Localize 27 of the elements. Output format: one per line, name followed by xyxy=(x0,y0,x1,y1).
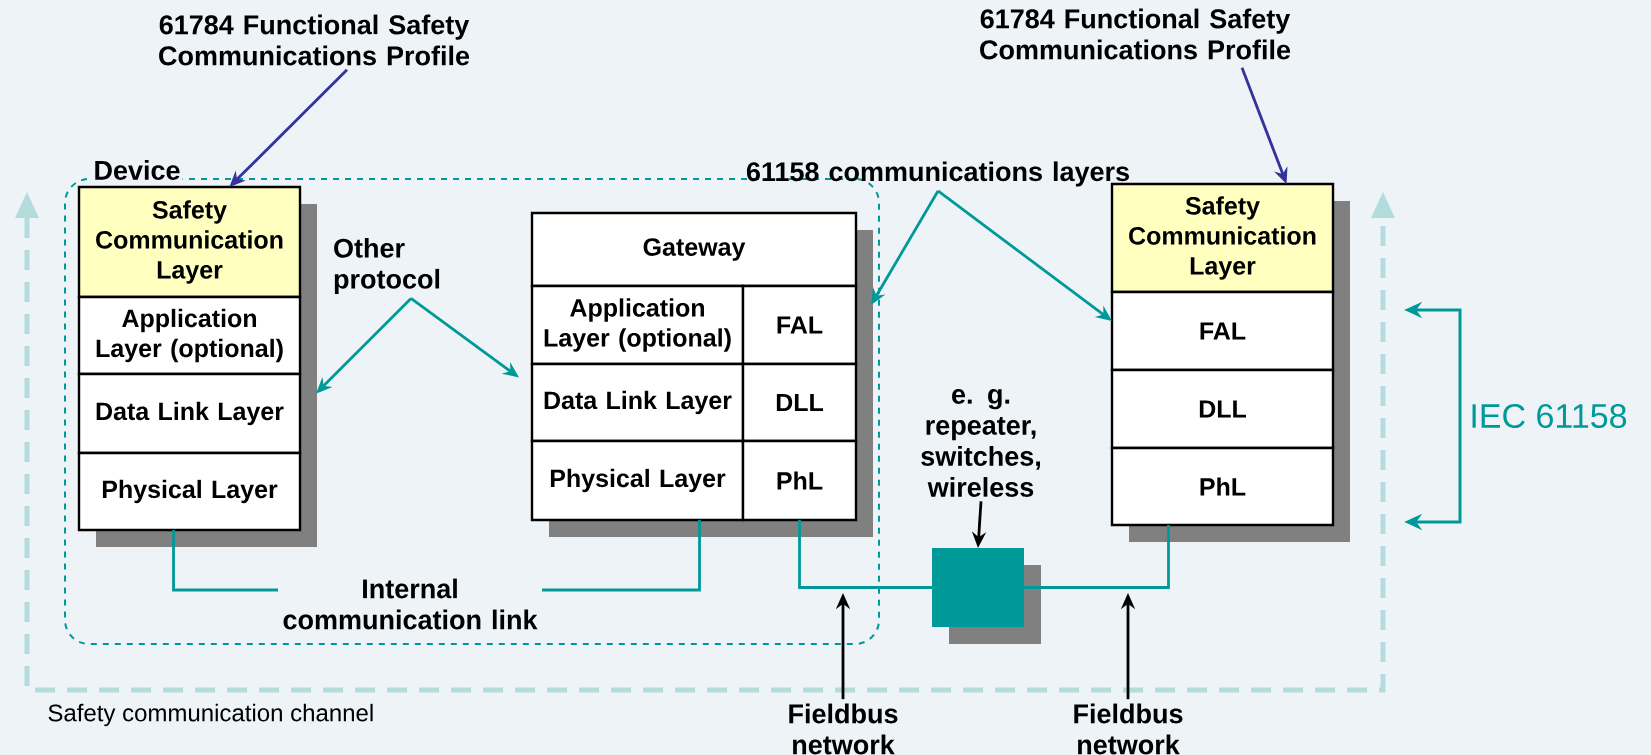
annotation-text: Other protocol xyxy=(334,237,440,295)
layer-cell: Physical Layer xyxy=(77,451,302,532)
annotation-text: e. g. repeater, switches, wireless xyxy=(921,389,1040,497)
frame-heading: Device xyxy=(91,158,183,182)
layer-cell: Application Layer (optional) xyxy=(530,284,745,366)
layer-cell: FAL xyxy=(741,284,858,366)
connector-line xyxy=(798,520,932,589)
layer-cell: PhL xyxy=(1110,446,1335,527)
bracket-label: IEC 61158 xyxy=(1472,403,1627,429)
layer-cell: FAL xyxy=(1110,290,1335,372)
layer-cell: DLL xyxy=(1110,368,1335,450)
layer-cell: Safety Communication Layer xyxy=(1110,182,1335,294)
layer-cell: Data Link Layer xyxy=(530,362,745,443)
annotation-text: Fieldbus network xyxy=(789,703,898,755)
annotation-text: 61784 Functional Safety Communications Profile xyxy=(159,14,470,66)
layer-cell: PhL xyxy=(741,439,858,522)
annotation-text: 61784 Functional Safety Communications Profile xyxy=(980,8,1291,60)
layer-cell: Application Layer (optional) xyxy=(77,295,302,376)
edge-label: Internal communication link xyxy=(278,576,542,632)
annotation-text: Fieldbus network xyxy=(1074,703,1183,755)
channel-label: Safety communication channel xyxy=(48,703,373,727)
layer-cell: DLL xyxy=(741,362,858,443)
connector-line xyxy=(1024,525,1170,589)
layer-cell: Safety Communication Layer xyxy=(77,185,302,299)
repeater-box xyxy=(932,548,1024,627)
layer-cell: Physical Layer xyxy=(530,439,745,522)
layer-cell: Data Link Layer xyxy=(77,372,302,455)
